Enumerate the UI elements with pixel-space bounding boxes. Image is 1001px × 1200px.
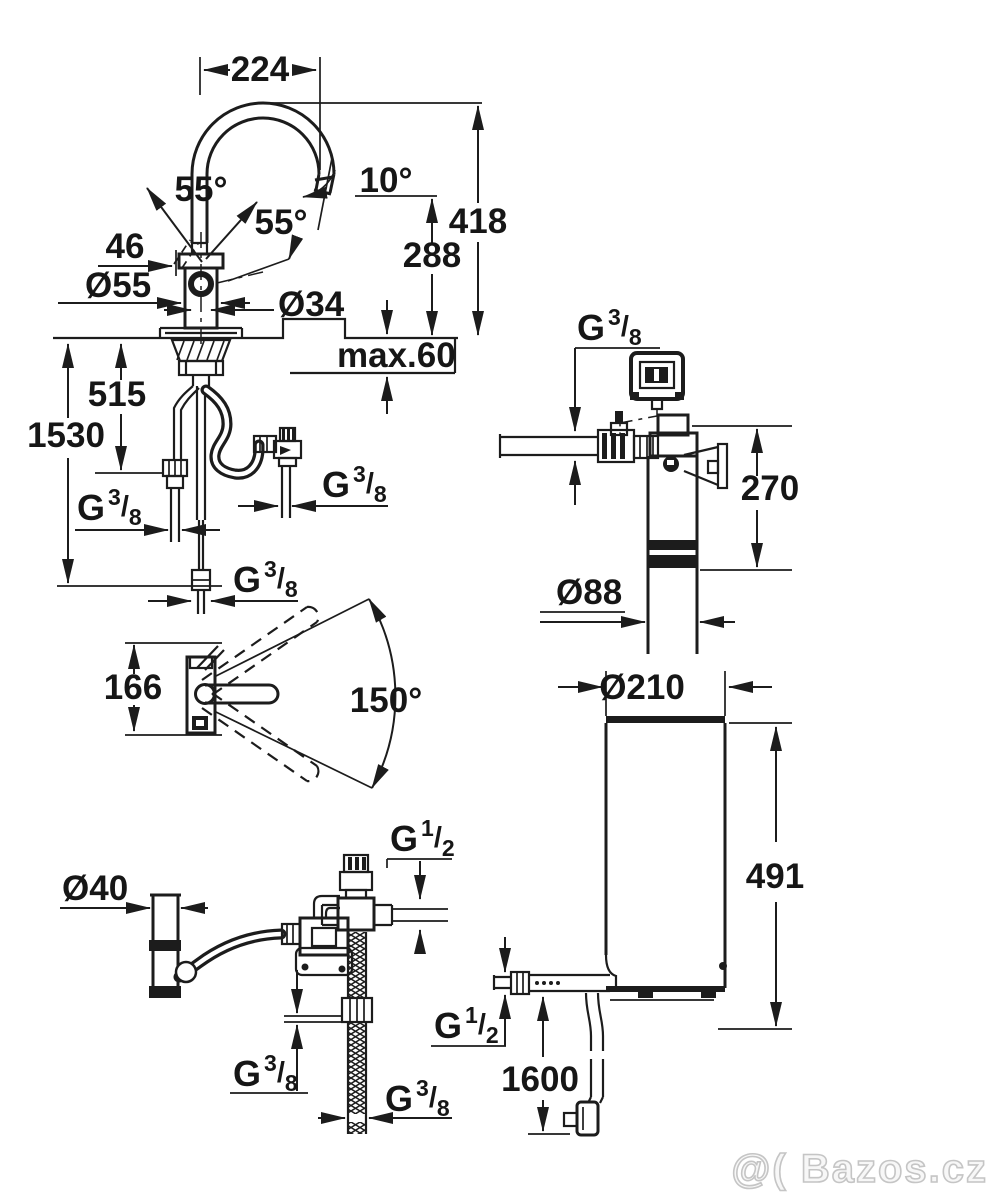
dim-166-label: 166 — [104, 668, 162, 707]
dim-46-label: 46 — [106, 227, 145, 266]
angle-55-top-label: 55° — [175, 170, 228, 209]
faucet-dimensions: 224 418 288 10° 55° 55° 46 Ø55 Ø34 — [27, 50, 507, 607]
dia-88-label: Ø88 — [556, 573, 622, 612]
spout-rotated-up — [201, 605, 320, 696]
elbow-pipe — [312, 894, 340, 918]
faucet-side-view — [53, 101, 458, 614]
boiler-inlet-elbow — [604, 954, 618, 991]
faucet-top-view: 166 150° — [104, 598, 422, 789]
spout-arc-inner — [205, 116, 321, 175]
countertop-line — [53, 317, 458, 340]
spout-arc-outer — [190, 101, 336, 175]
angle-55-mid-label: 55° — [255, 203, 308, 242]
spout-outlet — [313, 173, 336, 196]
spout-top-view — [205, 683, 280, 705]
s-hose-nut — [252, 434, 278, 454]
swivel-arc — [368, 598, 397, 789]
dia-210-label: Ø210 — [599, 668, 685, 707]
wall-bracket-arms — [683, 445, 719, 487]
escutcheon — [158, 326, 244, 337]
boiler-top — [606, 716, 725, 723]
watermark: @( Bazos.cz — [731, 1147, 988, 1191]
dim-418-label: 418 — [449, 202, 507, 241]
dim-1530-label: 1530 — [27, 416, 105, 455]
dia-40-label: Ø40 — [62, 869, 128, 908]
boiler-inlet-pipe — [529, 973, 610, 993]
boiler-body — [604, 723, 727, 988]
left-supply-hose — [172, 385, 200, 460]
plug-prong — [562, 1111, 579, 1128]
dim-491-label: 491 — [746, 857, 804, 896]
display-indicator — [654, 369, 659, 381]
angle-150-label: 150° — [350, 681, 422, 720]
safety-valve-body — [338, 870, 374, 892]
inlet-fitting — [509, 970, 531, 996]
dia-34-label: Ø34 — [278, 285, 345, 324]
dia-55-label: Ø55 — [85, 266, 151, 305]
spout-rotated-down — [201, 692, 320, 783]
power-plug — [575, 1100, 600, 1137]
hose-knob — [174, 960, 198, 984]
boiler-bottom — [606, 986, 725, 992]
filter-inlet-pipe — [498, 434, 598, 458]
dim-270-label: 270 — [741, 469, 799, 508]
angle-10-label: 10° — [360, 161, 413, 200]
mounting-nut — [177, 359, 225, 377]
lever-top-view — [196, 645, 225, 671]
dim-515-label: 515 — [88, 375, 146, 414]
valve-block — [298, 916, 350, 957]
cross-fitting — [336, 896, 376, 932]
dim-288-label: 288 — [403, 236, 461, 275]
middle-supply-tube — [195, 386, 207, 570]
filter-head-top — [656, 413, 690, 437]
braided-hose — [348, 932, 366, 998]
wall-bracket-plate — [716, 442, 729, 490]
dim-1600-label: 1600 — [501, 1060, 579, 1099]
dim-224-label: 224 — [231, 50, 290, 89]
max-60-label: max.60 — [337, 336, 456, 375]
display-cable — [619, 409, 658, 436]
power-cord — [584, 992, 605, 1104]
